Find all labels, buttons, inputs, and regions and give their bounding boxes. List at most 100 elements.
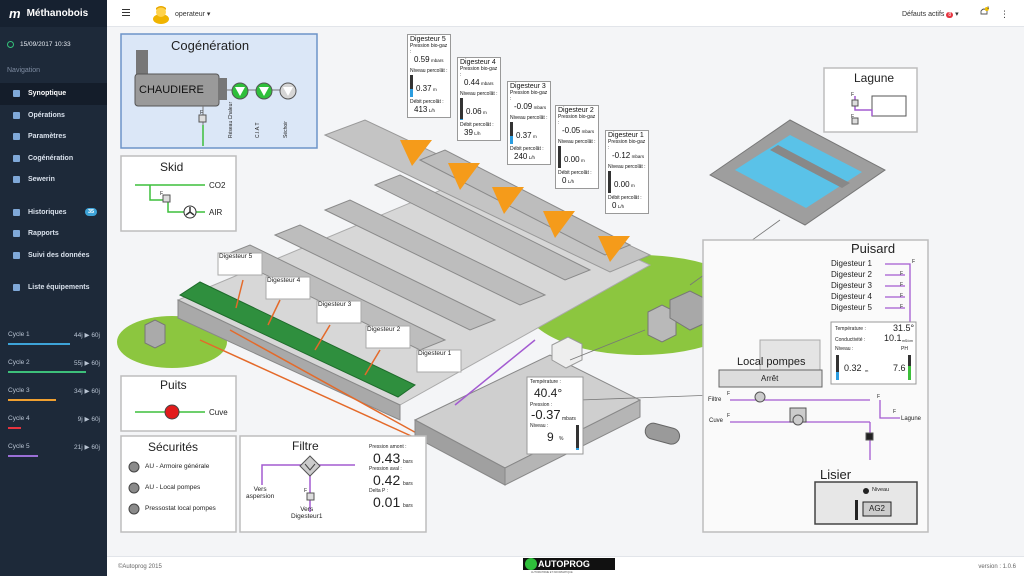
- valve-icon: [851, 117, 859, 125]
- digester-flow-unit: L/h: [567, 179, 575, 184]
- tank-temp-label: Température :: [530, 379, 561, 385]
- puisard-cond-label: Conductivité :: [835, 337, 866, 343]
- valve-label: F: [877, 394, 881, 400]
- document-icon: [13, 230, 20, 238]
- sidebar-item-liste-equipements[interactable]: Liste équipements: [0, 277, 107, 299]
- puisard-level-unit: m: [865, 368, 869, 373]
- chaudiere-stack-icon: [136, 50, 148, 78]
- building-digester-label: Digesteur 2: [367, 326, 401, 333]
- cycle-label: Cycle 5: [8, 443, 30, 450]
- cycle-progress-bar: [8, 427, 21, 429]
- sidebar-item-parametres[interactable]: Paramètres: [0, 126, 107, 148]
- cycle-progress-bar: [8, 455, 38, 457]
- bell-icon[interactable]: [979, 7, 989, 17]
- sidebar-item-label: Opérations: [28, 111, 65, 119]
- user-avatar-icon[interactable]: [152, 4, 170, 24]
- defaults-count-badge: 8: [946, 12, 954, 18]
- sidebar-item-label: Rapports: [28, 230, 59, 238]
- digester-pressure-label: Pression bio-gaz :: [460, 66, 498, 78]
- sidebar-item-synoptique[interactable]: Synoptique: [0, 83, 107, 105]
- filtre-amont-value: 0.43: [373, 450, 401, 466]
- digester-flow-value: 240: [514, 152, 528, 161]
- skid-co2-label: CO2: [209, 181, 226, 190]
- valve-label: F: [900, 304, 904, 310]
- sidebar-item-rapports[interactable]: Rapports: [0, 223, 107, 245]
- digester-level-gauge: [608, 171, 611, 193]
- valve-label: F: [900, 271, 904, 277]
- nav-separator: [0, 266, 107, 277]
- brand[interactable]: m Méthanobois: [0, 0, 107, 27]
- puits-panel[interactable]: [120, 375, 237, 432]
- history-icon: [13, 208, 20, 216]
- puisard-temp-label: Température :: [835, 326, 866, 332]
- security-indicator-icon: [128, 461, 140, 473]
- pump-arrow-icon: [283, 87, 293, 96]
- skid-panel[interactable]: [120, 155, 237, 232]
- app-name: Méthanobois: [26, 8, 89, 19]
- cogeneration-title: Cogénération: [171, 38, 250, 53]
- digester-level-gauge-fill: [410, 89, 413, 97]
- filtre-aval-unit: bars: [403, 481, 413, 487]
- warning-triangle-icon: [543, 211, 575, 238]
- digester-flow-value: 39: [464, 128, 473, 137]
- digester-flow-label: Débit percolât :: [460, 122, 494, 128]
- local-pompes-status[interactable]: Arrêt: [761, 374, 779, 383]
- warning-triangle-icon: [400, 140, 432, 166]
- cycle-value: 44j ▶ 60j: [74, 332, 100, 339]
- sidebar-item-cogeneration[interactable]: Cogénération: [0, 148, 107, 170]
- digester-pressure-label: Pression bio-gaz :: [608, 139, 646, 151]
- filtre-amont-label: Pression amont :: [369, 444, 407, 450]
- digester-pressure-label: Pression bio-gaz :: [410, 43, 448, 55]
- cycle-value: 21j ▶ 60j: [74, 444, 100, 451]
- digester-card-title: Digesteur 5: [410, 36, 446, 43]
- filter-mark-icon: [304, 463, 316, 471]
- pump-arrow-icon: [235, 87, 245, 96]
- list-icon: [13, 284, 20, 292]
- sidebar-item-label: Synoptique: [28, 90, 67, 98]
- sidebar-item-sewerin[interactable]: Sewerin: [0, 169, 107, 191]
- puits-title: Puits: [160, 378, 187, 392]
- sidebar-item-suivi[interactable]: Suivi des données: [0, 245, 107, 267]
- sidebar-item-operations[interactable]: Opérations: [0, 105, 107, 127]
- more-options-icon[interactable]: ⋮: [1000, 9, 1009, 19]
- tank-level-gauge-fill: [576, 448, 579, 450]
- defaults-actifs-menu[interactable]: Défauts actifs 8 ▾: [902, 10, 959, 18]
- shed-left: [144, 319, 166, 349]
- building-digester-label: Digesteur 1: [418, 350, 452, 357]
- puits-cuve-label: Cuve: [209, 408, 228, 417]
- building-digester-label: Digesteur 4: [267, 277, 301, 284]
- filtre-delta-unit: bars: [403, 503, 413, 509]
- puisard-ph-label: PH: [901, 346, 908, 352]
- valve-label: F: [727, 391, 731, 397]
- puisard-temp-value: 31.5°: [893, 323, 915, 333]
- footer: ©Autoprog 2015 AUTOPROG AUTOMATISME ET I…: [107, 556, 1024, 576]
- valve-label: F: [851, 92, 855, 98]
- lisier-agitator-label: AG2: [869, 504, 886, 513]
- user-menu[interactable]: operateur ▾: [175, 11, 211, 18]
- tank-sensor-card: [526, 376, 584, 455]
- filtre-panel[interactable]: [239, 435, 427, 533]
- autoprog-logo-subtitle: AUTOMATISME ET INFORMATIQUE: [531, 571, 573, 574]
- digester-pressure-value: 0.44: [464, 78, 480, 87]
- valve-label: F: [893, 409, 897, 415]
- digester-pressure-unit: mbars: [480, 81, 494, 86]
- gears-icon: [13, 154, 20, 162]
- brand-logo-icon: m: [9, 6, 21, 21]
- cogen-output-sechoir: Séchoir: [283, 121, 289, 138]
- digester-level-unit: m: [532, 134, 537, 139]
- menu-toggle-icon[interactable]: [122, 9, 130, 16]
- securites-panel[interactable]: [120, 435, 237, 533]
- fan-blades-icon: [185, 207, 195, 216]
- digester-walls: [223, 149, 632, 351]
- valve-label: F: [912, 259, 916, 265]
- defaults-label: Défauts actifs: [902, 11, 945, 18]
- historiques-badge: 35: [85, 207, 98, 216]
- cycle-label: Cycle 4: [8, 415, 30, 422]
